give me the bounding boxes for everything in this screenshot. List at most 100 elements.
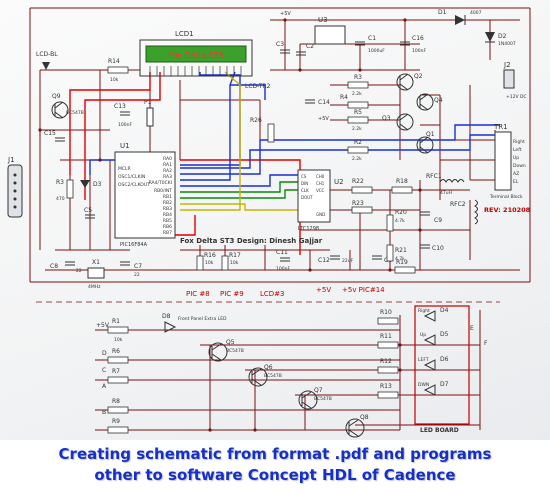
net-d: D (102, 350, 107, 357)
tr1-pin: EL (513, 179, 519, 185)
r18-label: R18 (396, 178, 408, 185)
r8-label: R8 (112, 398, 120, 405)
x1-label: X1 (92, 259, 100, 266)
r16-label: R16 (204, 252, 216, 259)
led-bl: LCD-BL (36, 51, 58, 70)
plus5v-mid-label: +5V (318, 116, 329, 122)
lcd1-label: LCD1 (175, 30, 194, 38)
schematic-drawing: Fox Delta ST3 LCD1 LCD-TR2 U1 PIC16F84A … (7, 7, 531, 438)
u2-pin: DOUT (301, 195, 313, 200)
diode-d3: D3 (80, 180, 102, 188)
u1-pin-right: RA3 (163, 174, 172, 180)
pic9-label: PIC #9 (220, 290, 244, 298)
r26-label: R26 (250, 117, 262, 124)
plus5v-lower-label: +5V (96, 322, 110, 329)
u1-pin-right: RB5 (163, 218, 172, 224)
resistor-labels: R14 10k R3 2.2k R4 R5 2.2k R2 2.2k R26 R… (56, 58, 408, 425)
blue-trace-4 (180, 174, 300, 187)
c16-value: 100nF (412, 48, 426, 54)
d2-label: D2 (498, 33, 507, 40)
c13-label: C13 (114, 103, 126, 110)
u1-pin-left: OSC1/CLKIN (118, 174, 145, 180)
u1-pin-right: RA2 (163, 168, 172, 174)
r3-left-label: R3 (56, 179, 64, 186)
lcd-screen (145, 45, 247, 63)
c7-label: C7 (134, 263, 142, 270)
q3-label: Q3 (382, 115, 391, 122)
u2-adc: U2 LTC1298 CS DIN CLK DOUT CH0 CH1 VCC G… (297, 169, 344, 232)
r9-label: R9 (112, 418, 120, 425)
d1-part: 4007 (470, 10, 482, 16)
u1-pin-right: RB7 (163, 230, 172, 236)
u2-pin: CS (301, 174, 307, 179)
net-b: B (102, 409, 106, 416)
pic8-label: PIC #8 (186, 290, 210, 298)
dc12-label: +12V DC (506, 94, 527, 100)
led-board-label: LED BOARD (420, 427, 459, 434)
rfc1-value: 47uH (440, 190, 452, 196)
lcd-bl-label: LCD-BL (36, 51, 58, 58)
q1-label: Q1 (426, 131, 435, 138)
u2-pin: CLK (301, 188, 309, 193)
tr1-pin: Left (513, 147, 522, 153)
led-right-label: Right (418, 308, 430, 314)
c7-value: 22 (134, 272, 140, 278)
net-a: A (102, 383, 107, 390)
c10-label: C10 (432, 245, 444, 252)
q5-part: BC547B (226, 348, 244, 354)
junctions (38, 18, 422, 432)
caption: Creating schematic from format .pdf and … (0, 444, 550, 492)
yellow-trace-2 (180, 71, 241, 211)
led-board: LED BOARD D4 D5 D6 D7 Right Up LEFT DWN (414, 305, 470, 434)
u1-label: U1 (120, 142, 130, 150)
led-down-label: DWN (418, 382, 429, 388)
plus5v-top-label: +5V (280, 11, 291, 17)
u1-pin-right: RB6 (163, 224, 172, 230)
r2-label: R2 (354, 139, 362, 146)
resistors (66, 66, 416, 434)
plus5v-label: +5V (316, 286, 331, 294)
u2-pin: CH1 (316, 181, 325, 186)
capacitor-labels: C3 C2 C1 1000uF C16 100nF C13 100nF C14 … (44, 35, 444, 278)
front-panel-label: Front Panel Extra LED (178, 316, 227, 322)
u1-pin-right: RB3 (163, 206, 172, 212)
u1-pin-right: RB2 (163, 200, 172, 206)
u1-right-pins: RA0 RA1 RA2 RA3 RA4/T0CKI RB0/INT RB1 RB… (149, 156, 173, 236)
c11-value: 100nF (276, 266, 290, 272)
r20-label: R20 (395, 209, 407, 216)
red-trace-2 (84, 72, 161, 200)
tr1-pin: AZ (513, 171, 519, 177)
u2-pin: VCC (316, 188, 325, 193)
r23-label: R23 (352, 200, 364, 207)
r3-value: 2.2k (352, 91, 362, 97)
d6-label: D6 (440, 356, 449, 363)
p1-label: P1 (144, 99, 152, 106)
connector-j2: J2 +12V DC (503, 61, 527, 100)
u3-regulator: U3 (314, 16, 346, 45)
red-trace-4 (170, 215, 196, 236)
q6-part: BC547B (264, 373, 282, 379)
rfc-chokes (439, 179, 478, 225)
j2-label: J2 (503, 61, 511, 69)
u3-label: U3 (318, 16, 328, 24)
u1-part: PIC16F84A (120, 242, 148, 248)
u2-pin: DIN (301, 181, 308, 186)
r21-label: R21 (395, 247, 407, 254)
r1-label: R1 (112, 318, 120, 325)
connector-j1: J1 (7, 156, 23, 218)
c2-label: C2 (306, 43, 314, 50)
u1-pin-right: RA1 (163, 162, 172, 168)
d8-label: D8 (162, 313, 171, 320)
blue-trace-6 (230, 84, 266, 100)
q2-label: Q2 (414, 73, 423, 80)
green-trace (180, 181, 300, 193)
c14-label: C14 (318, 99, 330, 106)
q7-label: Q7 (314, 387, 323, 394)
terminal-block-tr1: TR1 Right Left Up Down AZ EL Terminal Bl… (489, 123, 526, 200)
d5-label: D5 (440, 331, 449, 338)
x1-value: 4MHz (88, 284, 101, 290)
q8-label: Q8 (360, 414, 369, 421)
lcd-tr2-label: LCD-TR2 (245, 83, 271, 90)
r6-label: R6 (112, 348, 120, 355)
led-up-label: Up (420, 332, 426, 338)
